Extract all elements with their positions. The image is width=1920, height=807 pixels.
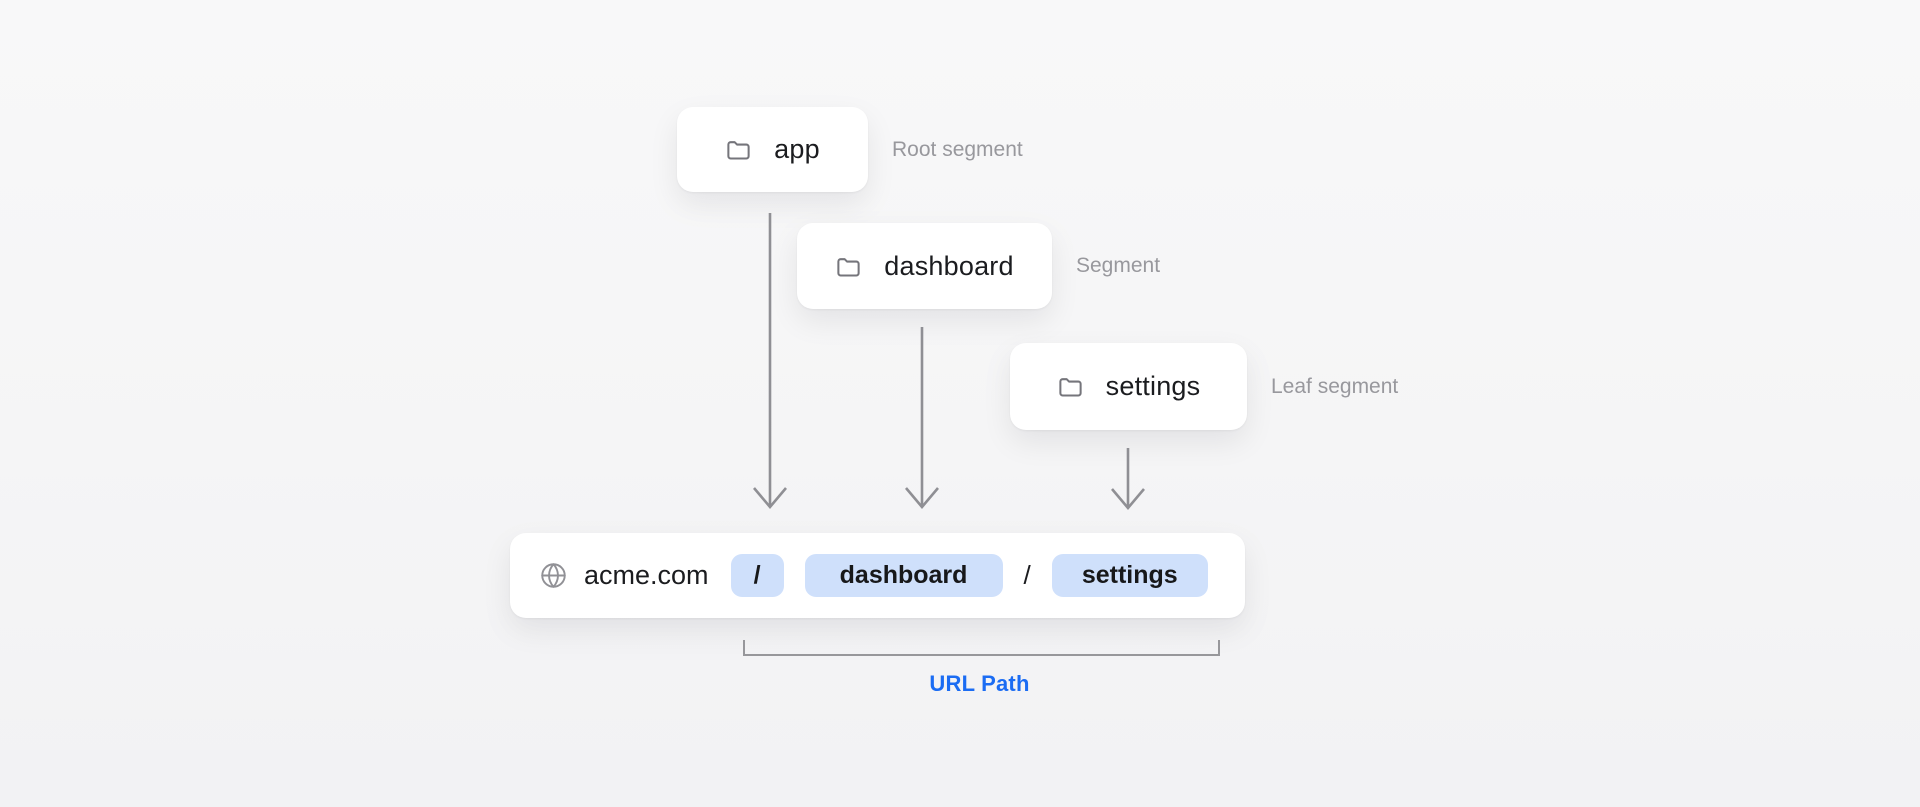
- url-path-bracket: [743, 640, 1220, 656]
- segment-annotation: Leaf segment: [1271, 374, 1399, 398]
- folder-icon: [1059, 378, 1082, 397]
- arrow-settings-to-url-icon: [1111, 448, 1145, 511]
- segment-card-dashboard: dashboard: [797, 223, 1052, 309]
- arrow-dashboard-to-url-icon: [905, 327, 939, 510]
- segment-row-dashboard: dashboard Segment: [797, 223, 1160, 309]
- url-path-part-slash: /: [730, 554, 784, 597]
- segment-name: app: [774, 134, 820, 164]
- globe-icon: [541, 563, 566, 588]
- segment-card-app: app: [677, 107, 868, 192]
- segment-annotation: Root segment: [892, 137, 1023, 161]
- segment-name: settings: [1105, 371, 1201, 401]
- segment-name: dashboard: [884, 250, 1014, 281]
- arrow-app-to-url-icon: [753, 213, 787, 510]
- url-path-part-dashboard: dashboard: [804, 554, 1003, 597]
- url-path-part-settings: settings: [1051, 554, 1208, 597]
- segment-row-app: app Root segment: [677, 107, 1023, 192]
- segment-card-settings: settings: [1010, 343, 1247, 430]
- folder-icon: [837, 257, 860, 277]
- url-path-caption: URL Path: [929, 671, 1030, 696]
- segment-annotation: Segment: [1076, 254, 1161, 277]
- folder-icon: [727, 141, 750, 160]
- url-bar: acme.com / dashboard / settings: [510, 533, 1245, 618]
- url-domain: acme.com: [584, 560, 709, 590]
- url-path-separator: /: [1023, 560, 1031, 590]
- segment-row-settings: settings Leaf segment: [1010, 343, 1398, 430]
